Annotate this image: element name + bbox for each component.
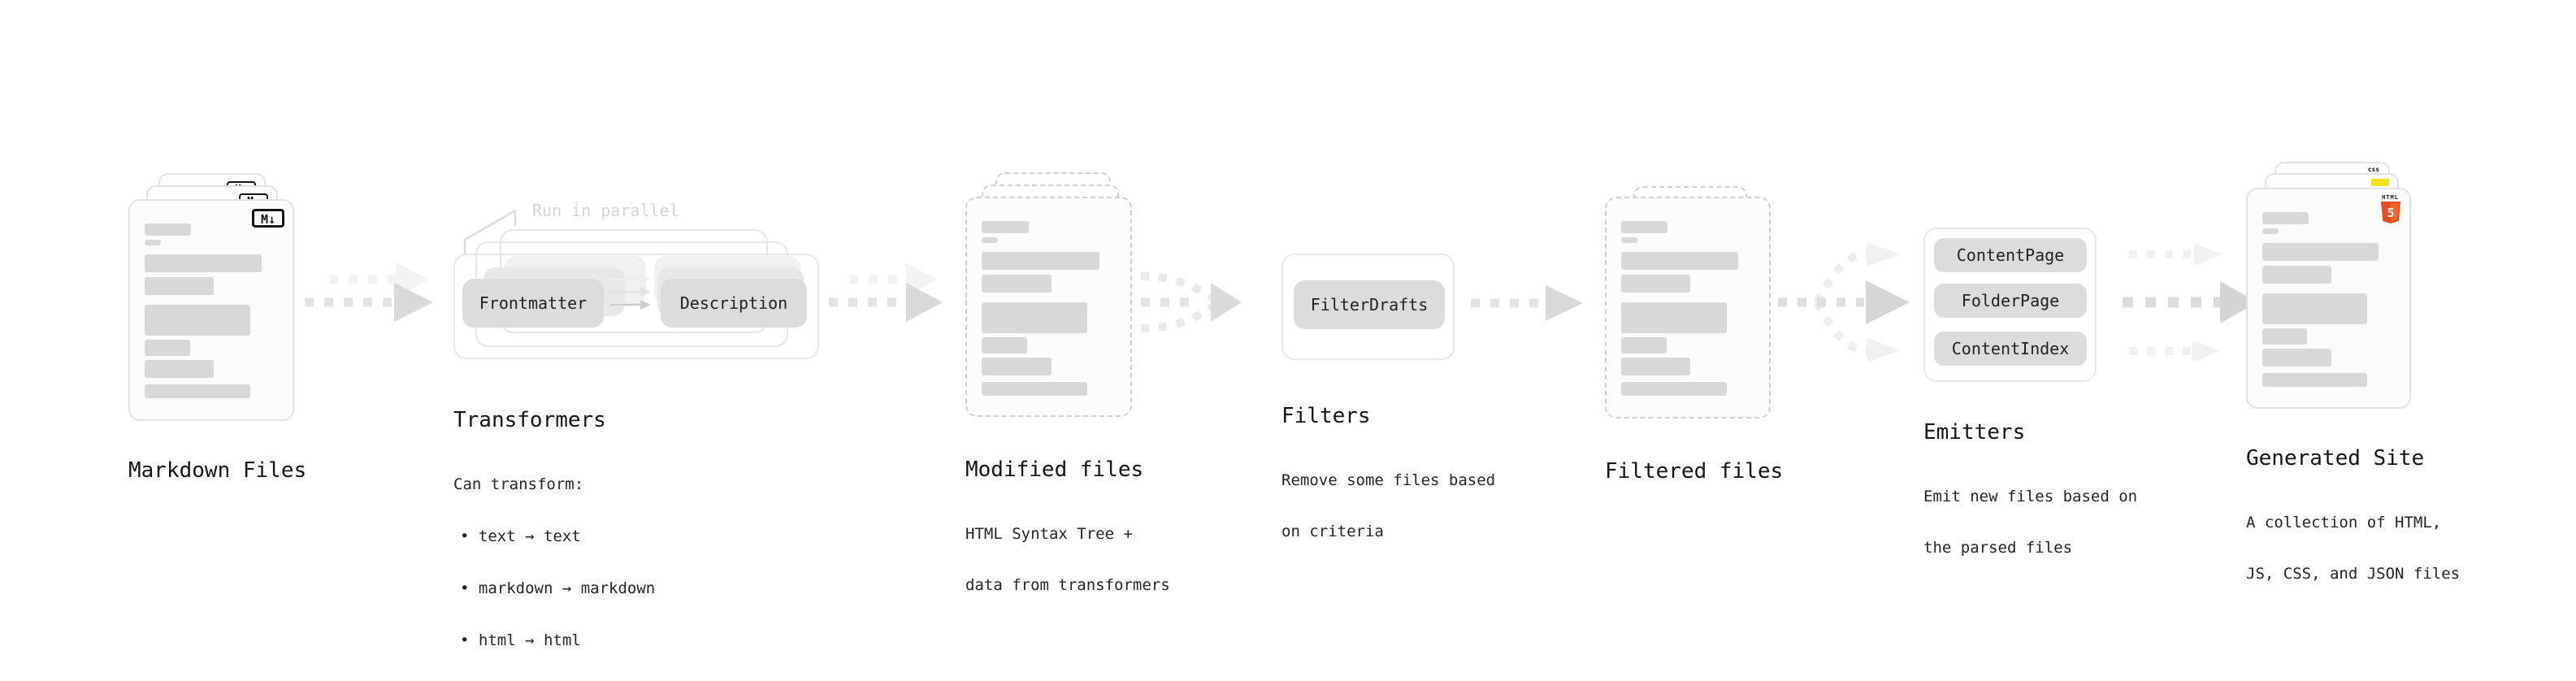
stage-description: data from transformers: [965, 576, 1170, 594]
stage-caption-generated-site: Generated Site A collection of HTML, JS,…: [2246, 415, 2460, 615]
flow-arrow-icon: [829, 263, 943, 322]
skeleton-bar: [2262, 243, 2379, 261]
stage-label: Generated Site: [2246, 446, 2425, 471]
skeleton-bar: [145, 360, 215, 378]
stage-caption-filters: Filters Remove some files based on crite…: [1281, 373, 1495, 573]
html5-badge: HTML 5: [2379, 194, 2401, 223]
skeleton-bar: [1621, 237, 1637, 243]
skeleton-bar: [145, 254, 262, 272]
stage-description: HTML Syntax Tree +: [965, 525, 1133, 543]
emitter-node-folderpage: FolderPage: [1934, 284, 2087, 318]
skeleton-bar: [2262, 228, 2279, 234]
split-arrow-icon: [1778, 242, 1910, 362]
run-in-parallel-annotation: Run in parallel: [532, 201, 679, 220]
document-skeleton: [967, 198, 1130, 396]
merge-arrow-icon: [1140, 272, 1242, 332]
skeleton-bar: [1621, 382, 1727, 396]
skeleton-bar: [982, 275, 1052, 293]
skeleton-bar: [145, 340, 190, 356]
stage-description: JS, CSS, and JSON files: [2246, 565, 2461, 583]
skeleton-bar: [2262, 373, 2367, 387]
stage-description: Emit new files based on: [1923, 488, 2138, 505]
flow-arrow-icon: [1471, 285, 1583, 321]
skeleton-bar: [2262, 266, 2331, 284]
document-skeleton: [130, 201, 293, 398]
filter-node-filterdrafts: FilterDrafts: [1294, 280, 1445, 329]
generated-file-card: HTML 5: [2246, 188, 2411, 409]
flow-arrow-icon: [305, 262, 433, 322]
transform-bullet: • html → html: [460, 631, 581, 649]
js-badge: [2371, 179, 2389, 186]
skeleton-bar: [2262, 293, 2367, 324]
stage-description: Can transform:: [453, 475, 584, 493]
document-skeleton: [1607, 198, 1769, 396]
skeleton-bar: [1621, 302, 1727, 333]
transform-bullet: • markdown → markdown: [460, 579, 656, 597]
transform-bullet: • text → text: [460, 527, 581, 545]
parallel-mini-arrows-icon: [609, 275, 651, 310]
emitters-box: [1923, 228, 2097, 382]
transformers-box: [453, 254, 819, 359]
skeleton-bar: [145, 305, 250, 336]
filters-box: [1281, 254, 1455, 360]
skeleton-bar: [1621, 358, 1691, 375]
skeleton-bar: [1621, 275, 1691, 293]
skeleton-bar: [1621, 337, 1667, 354]
run-in-parallel-leader-line: [463, 208, 517, 254]
stage-caption-transformers: Transformers Can transform: • text → tex…: [453, 377, 655, 681]
skeleton-bar: [1621, 252, 1739, 270]
html5-shield-icon: 5: [2380, 202, 2400, 223]
filtered-file-card: [1605, 197, 1771, 419]
parallel-flow-arrows-icon: [2123, 243, 2257, 362]
modified-file-card: [965, 197, 1132, 417]
skeleton-bar: [1621, 221, 1668, 233]
skeleton-bar: [2262, 349, 2331, 367]
skeleton-bar: [145, 223, 192, 236]
markdown-file-card: M↓: [128, 199, 294, 421]
stage-caption-emitters: Emitters Emit new files based on the par…: [1923, 389, 2137, 589]
skeleton-bar: [145, 384, 250, 398]
skeleton-bar: [2262, 212, 2309, 224]
stage-label: Modified files: [965, 458, 1144, 482]
stage-label: Filters: [1281, 404, 1371, 428]
stage-label: Markdown Files: [128, 458, 307, 483]
stage-label: Filtered files: [1605, 459, 1784, 484]
skeleton-bar: [145, 277, 215, 295]
skeleton-bar: [982, 237, 998, 243]
skeleton-bar: [982, 302, 1088, 333]
skeleton-bar: [982, 337, 1028, 354]
stage-label: Transformers: [453, 408, 606, 432]
stage-description: the parsed files: [1923, 539, 2073, 557]
skeleton-bar: [145, 240, 161, 245]
document-skeleton: [2248, 189, 2409, 387]
skeleton-bar: [982, 221, 1029, 233]
stage-description: on criteria: [1281, 523, 1384, 540]
stage-caption-markdown-files: Markdown Files: [128, 427, 306, 525]
markdown-icon: M↓: [252, 209, 284, 228]
stage-caption-filtered-files: Filtered files: [1605, 428, 1783, 526]
svg-text:5: 5: [2387, 206, 2394, 220]
skeleton-bar: [982, 252, 1100, 270]
stage-description: Remove some files based: [1281, 471, 1496, 489]
emitter-node-contentindex: ContentIndex: [1934, 332, 2087, 366]
stage-description: A collection of HTML,: [2246, 514, 2442, 531]
stage-label: Emitters: [1923, 420, 2026, 445]
skeleton-bar: [982, 382, 1088, 396]
transformer-node-description: Description: [661, 279, 807, 327]
stage-caption-modified-files: Modified files HTML Syntax Tree + data f…: [965, 427, 1170, 627]
skeleton-bar: [2262, 328, 2308, 345]
transformer-node-frontmatter: Frontmatter: [462, 279, 604, 327]
emitter-node-contentpage: ContentPage: [1934, 238, 2087, 272]
skeleton-bar: [982, 358, 1052, 375]
